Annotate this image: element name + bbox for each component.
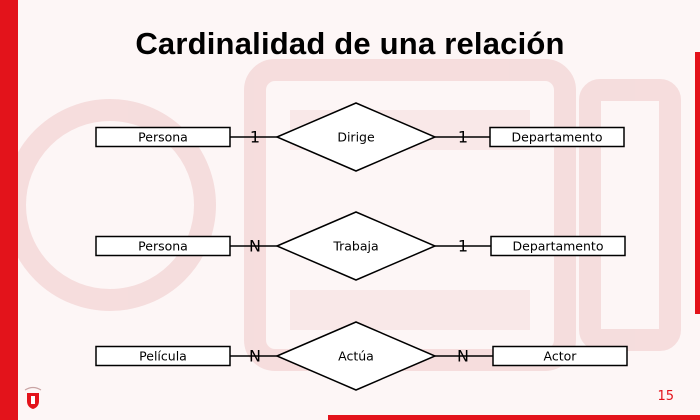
left-entity-label: Persona	[138, 130, 188, 145]
relationship-label: Actúa	[338, 349, 374, 364]
page-number: 15	[657, 389, 674, 404]
relationship-diamond	[275, 211, 437, 281]
left-entity-label: Película	[139, 349, 187, 364]
left-entity-box	[95, 235, 231, 257]
right-entity-label: Departamento	[512, 130, 603, 145]
right-entity-box	[492, 345, 628, 367]
right-cardinality-label: 1	[458, 128, 468, 147]
left-entity-label: Persona	[138, 239, 188, 254]
right-entity-label: Actor	[544, 349, 578, 364]
right-cardinality-label: N	[457, 347, 469, 366]
relation-row-3: Película Actúa Actor N N	[95, 321, 628, 391]
left-cardinality-label: 1	[250, 128, 260, 147]
left-accent-bar	[0, 0, 18, 420]
bottom-accent-bar	[328, 415, 700, 420]
left-cardinality-label: N	[249, 347, 261, 366]
relation-row-1: Persona Dirige Departamento 1 1	[95, 102, 625, 172]
right-entity-label: Departamento	[513, 239, 604, 254]
relationship-diamond	[275, 102, 437, 172]
relation-row-2: Persona Trabaja Departamento N 1	[95, 211, 626, 281]
right-entity-box	[489, 126, 625, 148]
left-cardinality-label: N	[249, 237, 261, 256]
slide-title: Cardinalidad de una relación	[135, 26, 565, 61]
right-accent-bar	[695, 52, 700, 314]
left-entity-box	[95, 345, 231, 367]
relationship-label: Dirige	[337, 130, 375, 145]
right-entity-box	[490, 235, 626, 257]
university-shield-icon	[24, 386, 42, 409]
right-cardinality-label: 1	[458, 237, 468, 256]
left-entity-box	[95, 126, 231, 148]
relationship-label: Trabaja	[332, 239, 378, 254]
relationship-diamond	[275, 321, 437, 391]
